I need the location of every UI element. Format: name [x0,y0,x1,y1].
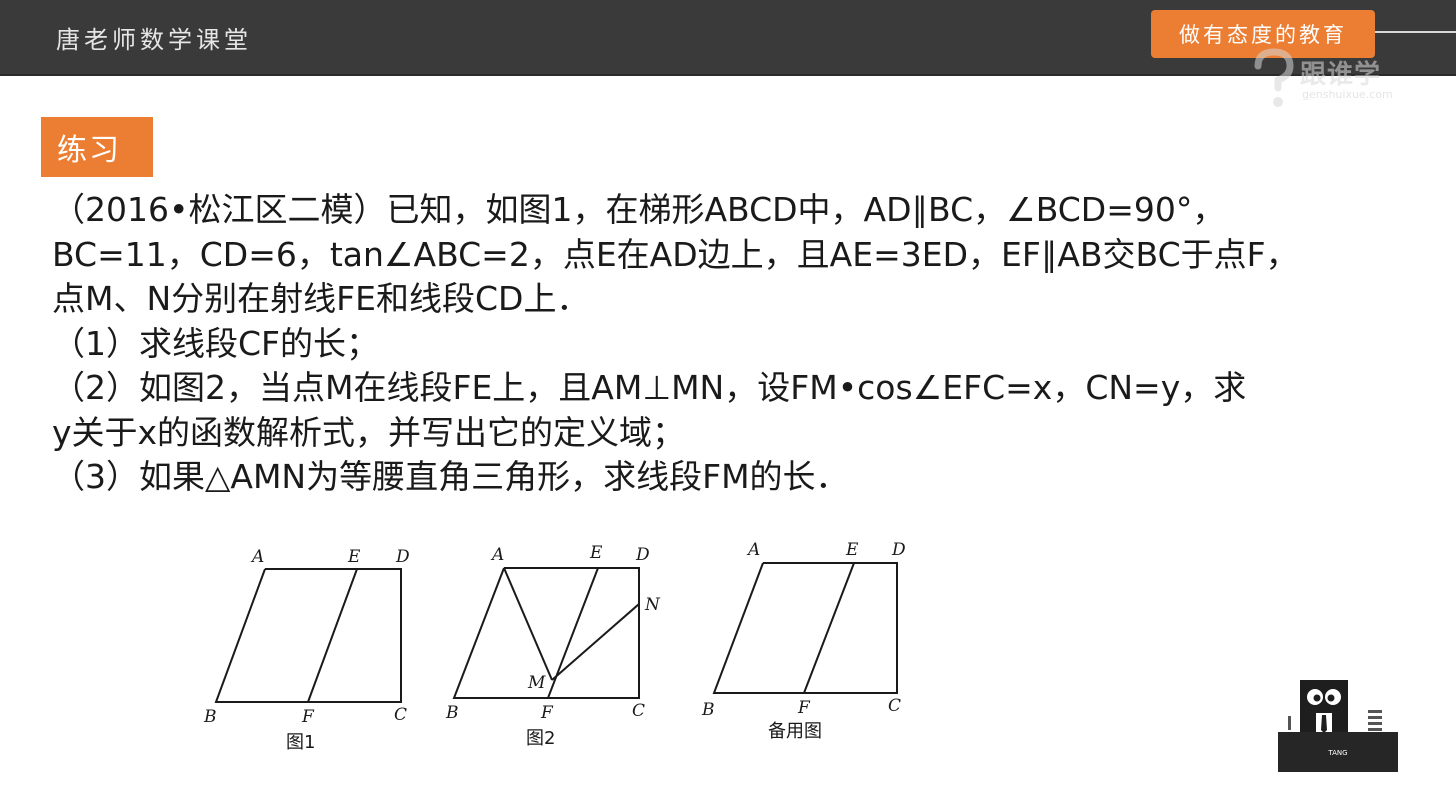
problem-line: （1）求线段CF的长； [52,323,380,363]
figure-3-diagram: A E D B F C [701,540,906,720]
label-f: F [301,707,315,727]
label-d: D [395,547,410,567]
label-e: E [589,543,603,563]
label-e: E [347,547,361,567]
label-c: C [888,696,901,716]
problem-line: y关于x的函数解析式，并写出它的定义域； [52,412,686,452]
question-mark-logo-icon [1254,48,1294,107]
problem-line: BC=11，CD=6，tan∠ABC=2，点E在AD边上，且AE=3ED，EF∥… [52,234,1299,274]
label-b: B [701,700,715,720]
teacher-mascot: TANG [1276,680,1400,774]
problem-line: （3）如果△AMN为等腰直角三角形，求线段FM的长． [52,457,849,496]
figure-3: A E D B F C 备用图 [700,535,930,742]
figure-3-caption: 备用图 [768,721,822,742]
label-n: N [644,595,661,615]
brand-title: 唐老师数学课堂 [56,26,252,54]
figure-2: A E D N M B F C 图2 [440,540,670,749]
slogan-badge: 做有态度的教育 [1151,10,1375,58]
label-d: D [635,545,650,565]
watermark-brand: 跟谁学 [1300,60,1382,90]
problem-line: 点M、N分别在射线FE和线段CD上． [52,279,590,318]
label-a: A [250,547,264,567]
figure-2-caption: 图2 [526,728,556,749]
label-m: M [527,673,546,693]
label-f: F [797,698,811,718]
figure-1: A E D B F C 图1 [200,540,430,753]
exercise-tag: 练习 [41,117,153,177]
top-bar: 唐老师数学课堂 做有态度的教育 [0,0,1456,76]
problem-text: （2016•松江区二模）已知，如图1，在梯形ABCD中，AD∥BC，∠BCD=9… [52,188,1412,500]
problem-line: （2016•松江区二模）已知，如图1，在梯形ABCD中，AD∥BC，∠BCD=9… [52,190,1226,229]
mascot-icon: TANG [1278,680,1398,772]
label-a: A [746,540,760,560]
problem-line: （2）如图2，当点M在线段FE上，且AM⊥MN，设FM•cos∠EFC=x，CN… [52,368,1247,407]
label-c: C [394,705,407,725]
watermark-url: genshuixue.com [1302,88,1393,101]
label-b: B [445,703,459,723]
label-d: D [891,540,906,560]
label-c: C [632,701,645,721]
label-b: B [203,707,217,727]
slogan-divider [1375,31,1456,33]
mascot-desk-label: TANG [1327,749,1347,757]
figure-1-diagram: A E D B F C [203,547,410,727]
figure-1-caption: 图1 [286,732,316,753]
label-e: E [845,540,859,560]
figure-2-diagram: A E D N M B F C [445,543,661,723]
label-a: A [490,545,504,565]
label-f: F [540,703,554,723]
watermark-logo: 跟谁学 genshuixue.com [1248,48,1418,112]
